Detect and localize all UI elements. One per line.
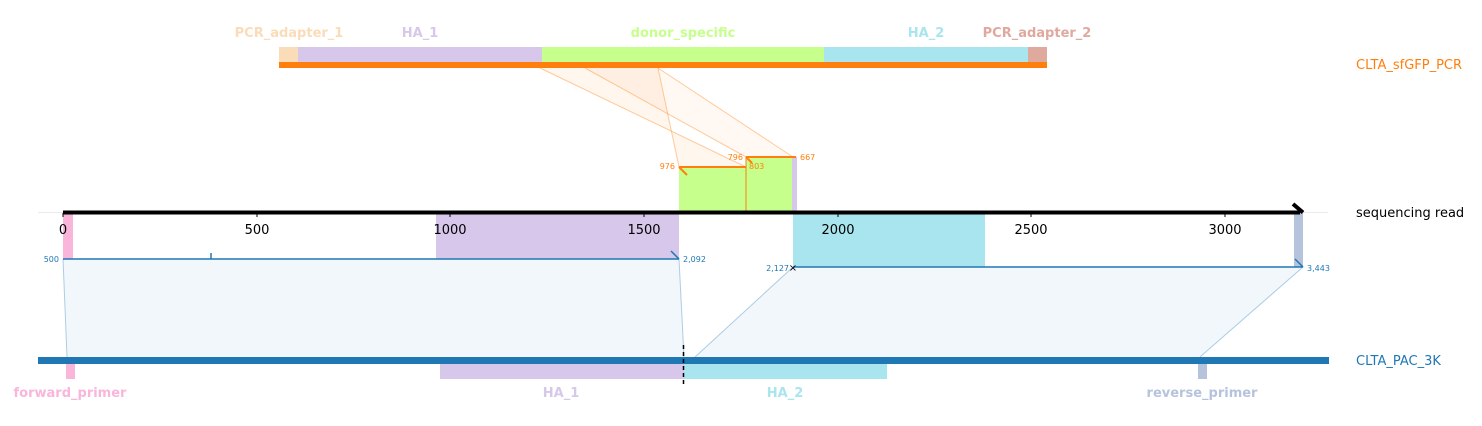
bottom-feature-forward-primer xyxy=(66,364,75,379)
bottom-track: forward_primer HA_1 HA_2 reverse_primer … xyxy=(14,345,1441,401)
top-feature-pcr-adapter-1 xyxy=(279,47,298,63)
bottom-track-label: CLTA_PAC_3K xyxy=(1356,354,1441,369)
bottom-feature-ha-1 xyxy=(440,364,684,379)
read-feature-ha-1 xyxy=(436,213,679,259)
top-track-label: CLTA_sfGFP_PCR xyxy=(1356,58,1462,73)
top-alignment-number: 796 xyxy=(728,153,743,162)
bottom-label-ha-1: HA_1 xyxy=(543,386,580,401)
top-label-donor-specific: donor_specific xyxy=(631,26,736,41)
read-axis-tick-label: 3000 xyxy=(1208,223,1241,238)
read-axis-tick-label: 0 xyxy=(59,223,67,238)
top-label-ha-1: HA_1 xyxy=(402,26,439,41)
top-connection-line xyxy=(539,67,747,168)
read-feature-ha-1-sliver xyxy=(792,157,797,212)
top-alignment-number: 803 xyxy=(749,162,764,171)
bottom-feature-ha-2 xyxy=(684,364,887,379)
read-axis: 0 500 1000 1500 2000 2500 3000 sequencin… xyxy=(38,202,1464,238)
read-feature-forward-primer xyxy=(63,213,73,259)
read-axis-tick-label: 1500 xyxy=(627,223,660,238)
top-alignment-number: 667 xyxy=(800,153,815,162)
top-connection-line xyxy=(657,67,794,158)
bottom-alignment-arrow xyxy=(670,250,680,260)
bottom-label-ha-2: HA_2 xyxy=(767,386,804,401)
bottom-feature-reverse-primer xyxy=(1198,364,1207,379)
bottom-label-reverse-primer: reverse_primer xyxy=(1147,386,1259,401)
bottom-alignment-number: 2,092 xyxy=(683,255,706,264)
top-connection-fan-2 xyxy=(585,68,793,157)
top-connection-line xyxy=(584,67,747,158)
bottom-connection-line xyxy=(62,258,68,358)
top-label-ha-2: HA_2 xyxy=(908,26,945,41)
read-track-label: sequencing read xyxy=(1356,206,1464,221)
top-alignment-arrow xyxy=(678,166,688,176)
read-feature-donor-specific xyxy=(679,167,792,212)
read-feature-ha-2 xyxy=(793,213,985,267)
read-axis-tick-label: 2500 xyxy=(1014,223,1047,238)
read-axis-tick-label: 500 xyxy=(245,223,270,238)
read-axis-tick-label: 1000 xyxy=(433,223,466,238)
bottom-alignments: × 500 2,092 2,127 3,443 xyxy=(44,250,1330,274)
bottom-label-forward-primer: forward_primer xyxy=(14,386,128,401)
bottom-alignment-number: 500 xyxy=(44,255,59,264)
bottom-alignment-number: 3,443 xyxy=(1307,264,1330,273)
bottom-connection-fan-2 xyxy=(695,267,1303,357)
bottom-alignment-number: 2,127 xyxy=(766,264,789,273)
top-track: PCR_adapter_1 HA_1 donor_specific HA_2 P… xyxy=(235,26,1462,73)
bottom-connection-line xyxy=(1199,266,1304,358)
top-feature-pcr-adapter-2 xyxy=(1028,47,1047,63)
top-connection-line xyxy=(657,67,680,168)
bottom-connection-fan-1 xyxy=(63,259,684,357)
top-track-bar xyxy=(279,62,1047,68)
bottom-connection-line xyxy=(694,266,794,358)
top-feature-donor-specific xyxy=(542,47,824,63)
top-label-pcr-adapter-1: PCR_adapter_1 xyxy=(235,26,344,41)
bottom-connections xyxy=(62,258,1304,358)
read-axis-tick-label: 2000 xyxy=(821,223,854,238)
read-feature-donor-specific xyxy=(746,157,792,167)
read-axis-arrowhead xyxy=(1291,202,1305,215)
read-features-upper: 976 796 803 667 xyxy=(660,153,815,212)
top-connection-fan-1 xyxy=(540,68,746,167)
top-feature-ha-2 xyxy=(824,47,1028,63)
bottom-alignment-start-mark: × xyxy=(789,263,797,274)
read-feature-reverse-primer xyxy=(1294,213,1303,267)
bottom-alignment-arrow xyxy=(1294,258,1304,268)
top-feature-ha-1 xyxy=(298,47,542,63)
read-features-lower xyxy=(63,213,1303,267)
bottom-connection-line xyxy=(678,258,685,358)
top-alignment-arrow xyxy=(745,156,753,164)
top-alignment-number: 976 xyxy=(660,162,675,171)
top-connections xyxy=(539,67,794,168)
top-label-pcr-adapter-2: PCR_adapter_2 xyxy=(983,26,1092,41)
